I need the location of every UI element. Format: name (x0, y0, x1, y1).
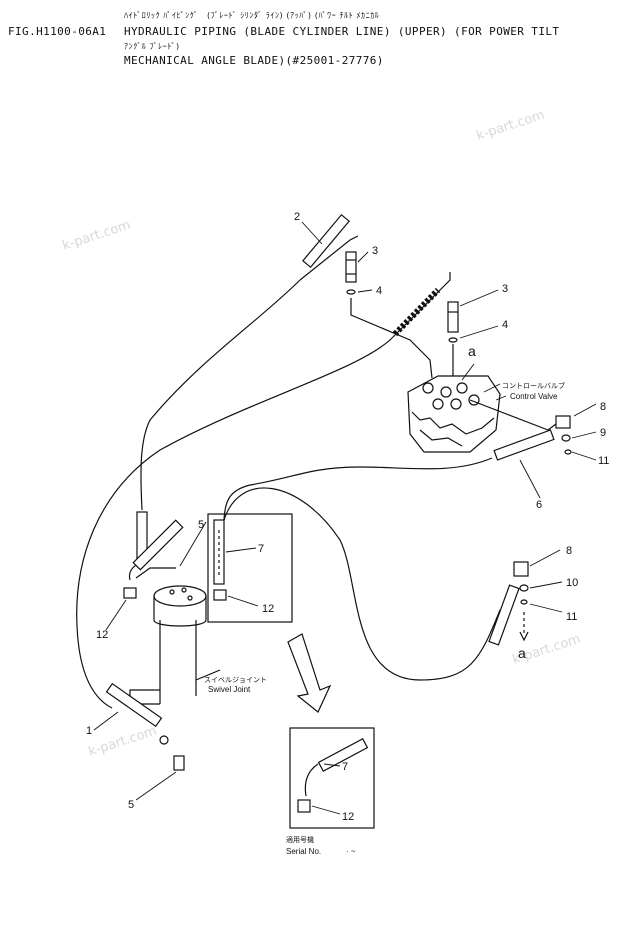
callout-3-upper: 3 (372, 245, 378, 257)
callout-8-lower: 8 (566, 545, 572, 557)
serial-label-jp: 適用号機 (286, 835, 314, 844)
callout-10: 10 (566, 577, 578, 589)
hose-upper-right (76, 272, 451, 709)
callout-8-upper: 8 (600, 401, 606, 413)
leader-lines (93, 221, 597, 815)
swivel-joint-label: Swivel Joint (208, 685, 251, 694)
callout-9: 9 (600, 427, 606, 439)
fitting-3-lower (447, 301, 459, 378)
swivel-joint-label-jp: スイベルジョイント (204, 676, 267, 684)
title-japanese: ﾊｲﾄﾞﾛﾘｯｸ ﾊﾟｲﾋﾟﾝｸﾞ (ﾌﾞﾚｰﾄﾞ ｼﾘﾝﾀﾞ ﾗｲﾝ) (ｱｯ… (124, 11, 380, 20)
callout-3-lower: 3 (502, 283, 508, 295)
serial-label: Serial No. (286, 847, 321, 856)
detail-arrow (287, 633, 332, 713)
hose-6 (223, 399, 555, 521)
watermark-1: k-part.com (475, 108, 547, 144)
detail-box-upper (207, 513, 293, 623)
title-line-1: HYDRAULIC PIPING (BLADE CYLINDER LINE) (… (124, 25, 560, 38)
callout-12-lower: 12 (342, 811, 354, 823)
callout-5-upper: 5 (198, 519, 204, 531)
title-japanese-2: ｱﾝｸﾞﾙ ﾌﾞﾚｰﾄﾞ) (124, 42, 180, 51)
figure-number: FIG.H1100-06A1 (8, 25, 107, 38)
watermark-4: k-part.com (87, 724, 159, 760)
hose-1 (105, 682, 185, 771)
swivel-joint (129, 585, 221, 705)
hose-7-lower (297, 738, 369, 813)
callout-12-left: 12 (96, 629, 108, 641)
fitting-8-upper (547, 415, 572, 455)
callout-12-upper: 12 (262, 603, 274, 615)
callout-7-upper: 7 (258, 543, 264, 555)
callout-7-lower: 7 (342, 761, 348, 773)
hose-7-upper (213, 519, 227, 601)
detail-box-lower (289, 727, 375, 829)
control-valve-label-jp: コントロールバルブ (502, 381, 565, 390)
fitting-3-upper (345, 251, 433, 379)
hose-long-loop (223, 487, 501, 681)
hose-lower-right (488, 561, 529, 646)
serial-range: · ~ (346, 847, 356, 856)
callout-4-upper: 4 (376, 285, 382, 297)
hose-left-vertical (123, 511, 184, 599)
callout-11-lower: 11 (566, 611, 577, 623)
callout-a-lower: a (518, 645, 526, 661)
hose-2 (140, 213, 359, 511)
callout-1: 1 (86, 725, 92, 737)
callout-11-upper: 11 (598, 455, 609, 467)
watermark-2: k-part.com (61, 218, 133, 254)
callout-5-lower: 5 (128, 799, 134, 811)
callout-2: 2 (294, 211, 300, 223)
title-line-2: MECHANICAL ANGLE BLADE)(#25001-27776) (124, 54, 384, 67)
control-valve (407, 375, 501, 453)
callout-6: 6 (536, 499, 542, 511)
callout-4-lower: 4 (502, 319, 508, 331)
callout-a-upper: a (468, 343, 476, 359)
control-valve-label: Control Valve (510, 392, 558, 401)
